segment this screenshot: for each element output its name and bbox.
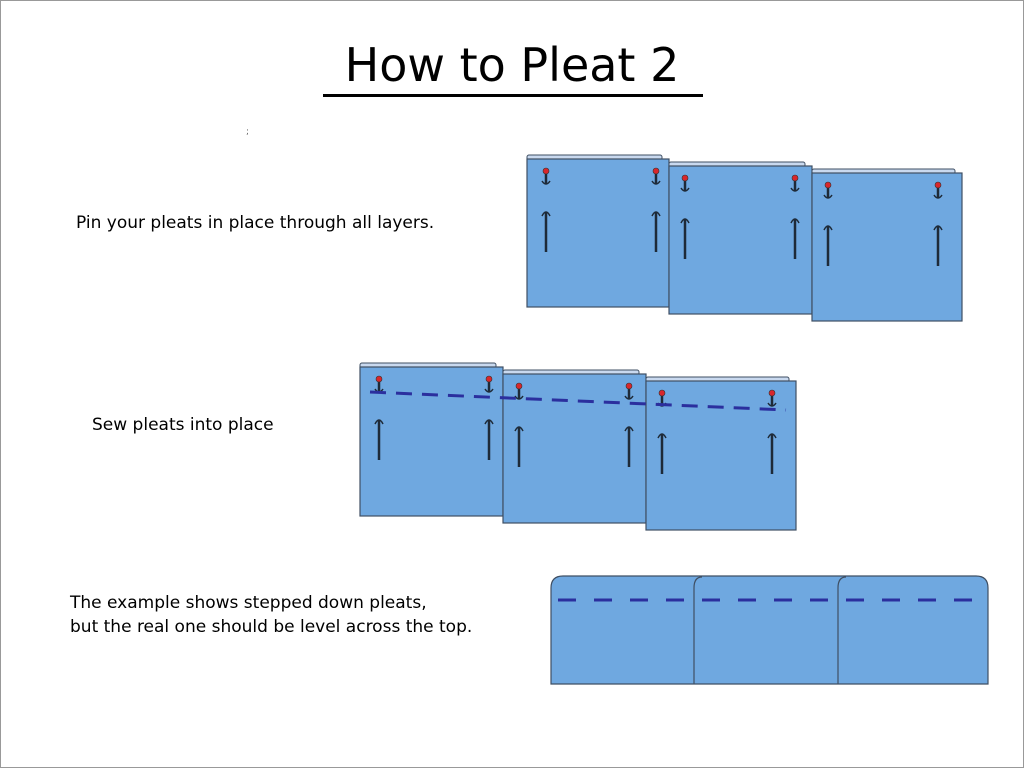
pin-icon (823, 181, 833, 199)
pin-clasp (823, 194, 833, 199)
step-2-text: Sew pleats into place (92, 415, 274, 435)
pin-hook (823, 225, 833, 231)
pin-head (625, 382, 633, 390)
pleat-divider (693, 576, 703, 684)
pin-hook (374, 419, 384, 425)
long-pin-icon (933, 225, 943, 266)
pleat-body (645, 380, 797, 531)
pin-head (768, 389, 776, 397)
pin-icon (541, 167, 551, 185)
pin-hook (651, 211, 661, 217)
pin-icon (790, 174, 800, 192)
pin-icon (933, 181, 943, 199)
pin-hook (541, 211, 551, 217)
pin-head (515, 382, 523, 390)
stitch-line (369, 390, 787, 412)
pin-icon (680, 174, 690, 192)
long-pin-icon (514, 426, 524, 467)
long-pin-icon (657, 433, 667, 474)
pin-clasp (680, 187, 690, 192)
pin-hook (790, 218, 800, 224)
pin-clasp (767, 402, 777, 407)
pin-head (542, 167, 550, 175)
pleat-panel (668, 161, 813, 315)
finished-panel (550, 575, 989, 685)
step-3-line-1: The example shows stepped down pleats, (70, 593, 427, 613)
pin-head (652, 167, 660, 175)
pin-head (485, 375, 493, 383)
stray-mark: ; (246, 127, 250, 137)
pin-head (934, 181, 942, 189)
pleat-panel (526, 154, 670, 308)
long-pin-icon (374, 419, 384, 460)
pin-clasp (651, 180, 661, 185)
pin-clasp (541, 180, 551, 185)
pin-clasp (933, 194, 943, 199)
pin-head (658, 389, 666, 397)
long-pin-icon (541, 211, 551, 252)
pleat-panel (359, 362, 504, 517)
pin-head (791, 174, 799, 182)
pleat-panel (645, 376, 797, 531)
pin-clasp (790, 187, 800, 192)
long-pin-icon (484, 419, 494, 460)
pin-head (375, 375, 383, 383)
pin-icon (624, 382, 634, 400)
long-pin-icon (651, 211, 661, 252)
finished-pleats (550, 575, 989, 685)
pleat-body (668, 165, 813, 315)
long-pin-icon (790, 218, 800, 259)
pin-hook (933, 225, 943, 231)
title-underline (323, 94, 703, 97)
pin-head (681, 174, 689, 182)
pleat-body (526, 158, 670, 308)
long-pin-icon (767, 433, 777, 474)
pin-hook (514, 426, 524, 432)
page-title: How to Pleat 2 (344, 38, 680, 92)
long-pin-icon (624, 426, 634, 467)
pin-clasp (484, 388, 494, 393)
pin-icon (767, 389, 777, 407)
pin-hook (624, 426, 634, 432)
pin-hook (657, 433, 667, 439)
pin-head (824, 181, 832, 189)
long-pin-icon (823, 225, 833, 266)
pleat-panel (502, 369, 647, 524)
pin-hook (767, 433, 777, 439)
pin-clasp (624, 395, 634, 400)
long-pin-icon (680, 218, 690, 259)
pin-hook (680, 218, 690, 224)
pin-icon (651, 167, 661, 185)
pin-hook (484, 419, 494, 425)
pin-icon (374, 375, 384, 393)
step-1-text: Pin your pleats in place through all lay… (76, 213, 435, 233)
pin-icon (484, 375, 494, 393)
pleat-body (811, 172, 963, 322)
step-3-line-2: but the real one should be level across … (70, 617, 473, 637)
pleat-body (359, 366, 504, 517)
step-3-text: The example shows stepped down pleats, b… (70, 591, 472, 639)
pleat-divider (837, 576, 847, 684)
pleat-panel (811, 168, 963, 322)
